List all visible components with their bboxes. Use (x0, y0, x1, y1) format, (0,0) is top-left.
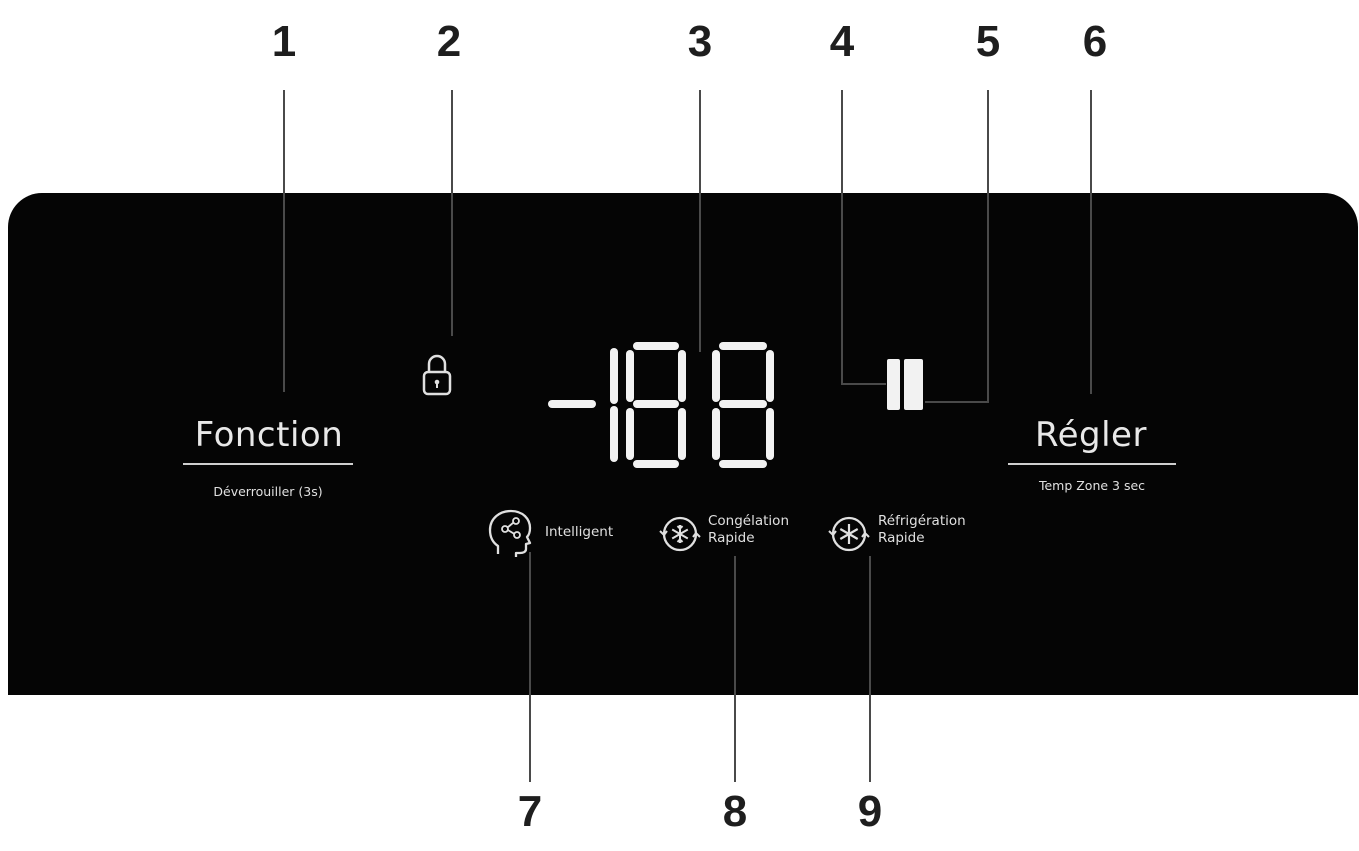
regler-sub-label: Temp Zone 3 sec (1038, 478, 1146, 493)
temperature-display (548, 342, 774, 468)
regler-button[interactable]: Régler (1035, 415, 1147, 455)
refrigeration-label-line1: Réfrigération (878, 513, 966, 529)
callout-7: 7 (517, 787, 543, 836)
callout-1: 1 (271, 17, 297, 66)
callout-6: 6 (1082, 17, 1108, 66)
intelligent-label: Intelligent (545, 524, 614, 540)
refrigeration-rapide-label: Réfrigération Rapide (878, 513, 966, 547)
callout-5: 5 (975, 17, 1001, 66)
head-network-icon (488, 509, 532, 557)
congelation-rapide-label: Congélation Rapide (708, 513, 789, 547)
fonction-underline (183, 463, 353, 465)
leader-line-4 (841, 90, 886, 385)
callout-2: 2 (436, 17, 462, 66)
fonction-button[interactable]: Fonction (194, 415, 344, 455)
refrigeration-label-line2: Rapide (878, 530, 925, 546)
display-digit-2 (712, 342, 774, 468)
callout-4: 4 (829, 17, 855, 66)
padlock-icon (422, 354, 452, 396)
zone-indicator-icon (887, 359, 923, 410)
callout-8: 8 (722, 787, 748, 836)
leader-line-5 (925, 90, 989, 403)
display-digit-1 (626, 342, 686, 468)
callout-9: 9 (857, 787, 883, 836)
snowflake-circle-icon (659, 516, 701, 552)
congelation-label-line1: Congélation (708, 513, 789, 529)
asterisk-circle-icon (828, 516, 870, 552)
fonction-sub-label: Déverrouiller (3s) (213, 484, 323, 499)
congelation-label-line2: Rapide (708, 530, 755, 546)
callout-3: 3 (687, 17, 713, 66)
regler-underline (1008, 463, 1176, 465)
